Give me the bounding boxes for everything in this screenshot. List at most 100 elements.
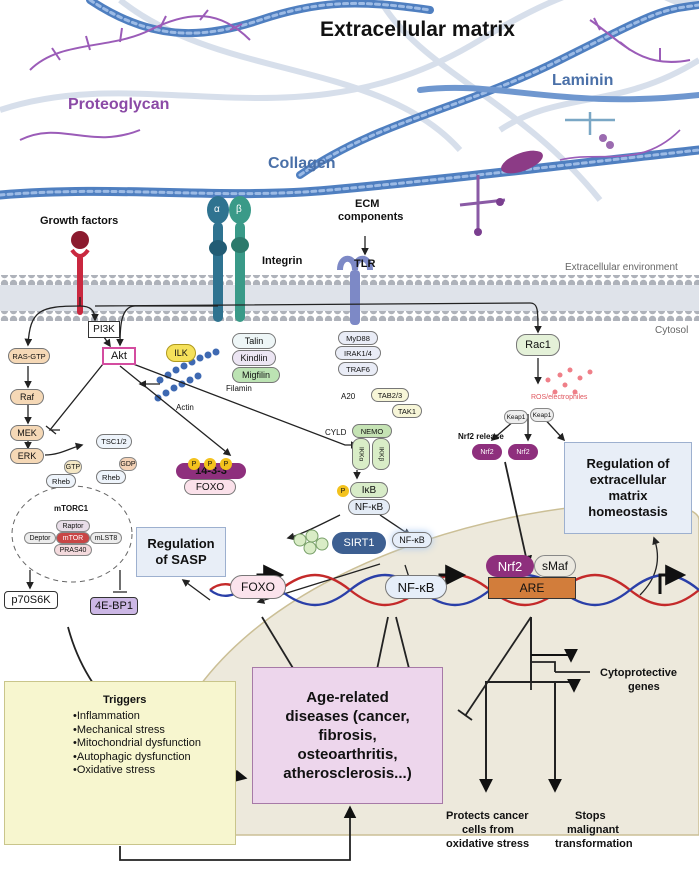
growth-factor-receptor bbox=[70, 231, 90, 315]
nrf2-free-b-node: Nrf2 bbox=[508, 444, 538, 460]
mtor-node: mTOR bbox=[56, 532, 90, 544]
nrf2-release-label: Nrf2 release bbox=[458, 432, 504, 441]
stops-label-1: Stops bbox=[575, 810, 606, 822]
nrf2-free-a-node: Nrf2 bbox=[472, 444, 502, 460]
triggers-title: Triggers bbox=[103, 694, 147, 706]
keap1-b-node: Keap1 bbox=[530, 408, 554, 422]
tsc-node: TSC1/2 bbox=[96, 434, 132, 449]
trigger-item: Autophagic dysfunction bbox=[73, 751, 201, 765]
p70s6k-node: p70S6K bbox=[4, 591, 58, 609]
sasp-regulation-line1: Regulation bbox=[147, 536, 215, 551]
disease-line5: atherosclerosis...) bbox=[283, 765, 412, 782]
trigger-item: Mechanical stress bbox=[73, 724, 201, 738]
are-element: ARE bbox=[488, 577, 576, 599]
integrin-label: Integrin bbox=[262, 255, 303, 267]
protects-label-3: oxidative stress bbox=[446, 838, 530, 850]
mtorc1-label: mTORC1 bbox=[54, 504, 89, 513]
integrin-receptor bbox=[207, 196, 251, 322]
disease-line1: Age-related bbox=[306, 689, 389, 706]
tak1-node: TAK1 bbox=[392, 404, 422, 418]
proteoglycan-chains bbox=[19, 9, 691, 161]
ecm-components-label-1: ECM bbox=[355, 198, 380, 210]
nrf2-nuclear-node: Nrf2 bbox=[486, 555, 534, 577]
mlst8-node: mLST8 bbox=[90, 532, 122, 544]
cytoprotective-label-2: genes bbox=[628, 681, 660, 693]
stops-label-3: transformation bbox=[555, 838, 633, 850]
nfkb-nuclear-node: NF-κB bbox=[385, 575, 447, 599]
nfkb-cytosolic-node: NF-κB bbox=[348, 499, 390, 515]
actin-filament bbox=[154, 348, 220, 402]
rac1-node: Rac1 bbox=[516, 334, 560, 356]
irak-node: IRAK1/4 bbox=[335, 346, 381, 360]
ecm-homeostasis-line1: Regulation of bbox=[586, 456, 670, 471]
nemo-node: NEMO bbox=[352, 424, 392, 438]
4ebp1-node: 4E-BP1 bbox=[90, 597, 138, 615]
disease-line2: diseases (cancer, bbox=[285, 708, 410, 725]
nfkb-free-node: NF-κB bbox=[392, 532, 432, 548]
smaf-node: sMaf bbox=[534, 555, 576, 577]
actin-label: Actin bbox=[176, 403, 194, 412]
collagen-label: Collagen bbox=[268, 155, 336, 172]
laminin-icon-2 bbox=[459, 175, 506, 236]
ecm-homeostasis-line3: matrix bbox=[608, 488, 648, 503]
ecm-components-label-2: components bbox=[338, 211, 404, 223]
laminin-icon bbox=[565, 112, 615, 149]
traf6-node: TRAF6 bbox=[338, 362, 378, 376]
age-related-diseases-box: Age-related diseases (cancer, fibrosis, … bbox=[252, 667, 443, 804]
keap1-a-node: Keap1 bbox=[504, 410, 528, 424]
ilk-node: ILK bbox=[166, 344, 196, 362]
ras-gtp-node: RAS-GTP bbox=[8, 348, 50, 364]
phospho-1: P bbox=[188, 458, 200, 470]
trigger-item: Inflammation bbox=[73, 710, 201, 724]
pras40-node: PRAS40 bbox=[54, 544, 92, 556]
raf-node: Raf bbox=[10, 389, 44, 405]
a20-label: A20 bbox=[341, 392, 356, 401]
extracellular-environment-label: Extracellular environment bbox=[565, 262, 678, 273]
collagen-fibers bbox=[0, 0, 699, 200]
triggers-box: Triggers Inflammation Mechanical stress … bbox=[4, 681, 236, 845]
tab-node: TAB2/3 bbox=[371, 388, 409, 402]
cytoprotective-label-1: Cytoprotective bbox=[600, 667, 678, 679]
sirt1-node: SIRT1 bbox=[332, 532, 386, 554]
laminin-label: Laminin bbox=[552, 72, 614, 89]
ros-dots bbox=[545, 367, 593, 395]
pi3k-node: PI3K bbox=[88, 321, 120, 338]
gdp-node: GDP bbox=[119, 457, 137, 471]
sasp-regulation-box: Regulation of SASP bbox=[136, 527, 226, 577]
inhibition-4ebp1 bbox=[113, 570, 127, 593]
proteoglycan-label: Proteoglycan bbox=[68, 96, 170, 113]
trigger-item: Mitochondrial dysfunction bbox=[73, 737, 201, 751]
protects-label-2: cells from bbox=[462, 824, 514, 836]
tlr-label: TLR bbox=[354, 258, 376, 270]
phospho-3: P bbox=[220, 458, 232, 470]
akt-node: Akt bbox=[102, 347, 136, 365]
kindlin-node: Kindlin bbox=[232, 350, 276, 366]
gtp-node: GTP bbox=[64, 460, 82, 474]
tlr-receptor bbox=[337, 255, 373, 325]
talin-node: Talin bbox=[232, 333, 276, 349]
phospho-2: P bbox=[204, 458, 216, 470]
filamin-label: Filamin bbox=[226, 384, 252, 393]
protects-label-1: Protects cancer bbox=[446, 810, 529, 822]
foxo-cytosolic-node: FOXO bbox=[184, 479, 236, 495]
integrin-beta-label: β bbox=[236, 204, 242, 215]
ikka-node: IKKα bbox=[352, 438, 370, 470]
plasma-membrane bbox=[0, 275, 699, 321]
triggers-list: Inflammation Mechanical stress Mitochond… bbox=[73, 710, 201, 778]
rheb-gdp-node: Rheb bbox=[96, 470, 126, 484]
migfilin-node: Migfilin bbox=[232, 367, 280, 383]
trigger-item: Oxidative stress bbox=[73, 764, 201, 778]
ikb-node: IκB bbox=[350, 482, 388, 498]
rheb-gtp-node: Rheb bbox=[46, 474, 76, 488]
laminin-globule bbox=[501, 150, 543, 174]
integrin-alpha-label: α bbox=[214, 204, 220, 215]
raptor-node: Raptor bbox=[56, 520, 90, 532]
cytoprotective-arrow bbox=[531, 648, 578, 663]
erk-node: ERK bbox=[10, 448, 44, 464]
ecm-homeostasis-line2: extracellular bbox=[589, 472, 667, 487]
cyld-label: CYLD bbox=[325, 428, 347, 437]
growth-factors-label: Growth factors bbox=[40, 215, 119, 227]
stops-label-2: malignant bbox=[567, 824, 619, 836]
myd88-node: MyD88 bbox=[338, 331, 378, 345]
